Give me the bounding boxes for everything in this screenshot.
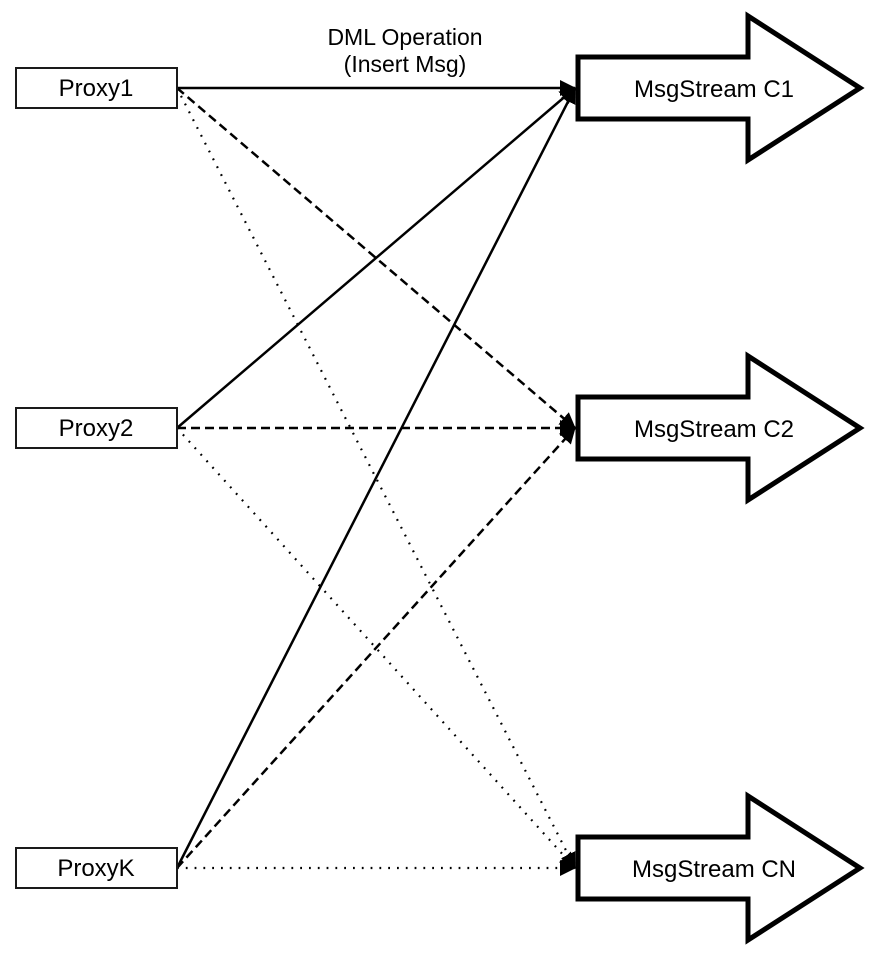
node-proxy1: Proxy1 [15, 67, 178, 109]
node-proxy2: Proxy2 [15, 407, 178, 449]
connector-proxyk-c2 [176, 427, 576, 869]
proxy2-box [15, 407, 178, 449]
title-line2: (Insert Msg) [344, 51, 467, 77]
connector-proxy1-c2 [176, 87, 576, 429]
title-line1: DML Operation [327, 24, 482, 50]
node-msgstream-cn: MsgStream CN [575, 791, 865, 945]
msgstream-c2-label: MsgStream C2 [634, 416, 794, 443]
proxy1-box [15, 67, 178, 109]
msgstream-cn-arrow-shape [575, 791, 865, 945]
node-proxyk: ProxyK [15, 847, 178, 889]
connector-proxyk-c1 [175, 87, 577, 869]
proxy2-label: Proxy2 [59, 415, 134, 442]
node-msgstream-c2: MsgStream C2 [575, 351, 865, 505]
connector-proxy2-cn [176, 427, 576, 869]
node-msgstream-c1: MsgStream C1 [575, 11, 865, 165]
proxyk-label: ProxyK [57, 855, 134, 882]
proxy1-label: Proxy1 [59, 75, 134, 102]
connector-lines-group [175, 80, 577, 876]
msgstream-c1-label: MsgStream C1 [634, 76, 794, 103]
msgstream-c1-arrow-shape [575, 11, 865, 165]
connector-proxy2-c1 [176, 87, 576, 429]
msgstream-c2-arrow-shape [575, 351, 865, 505]
msgstream-cn-label: MsgStream CN [632, 856, 796, 883]
proxyk-box [15, 847, 178, 889]
